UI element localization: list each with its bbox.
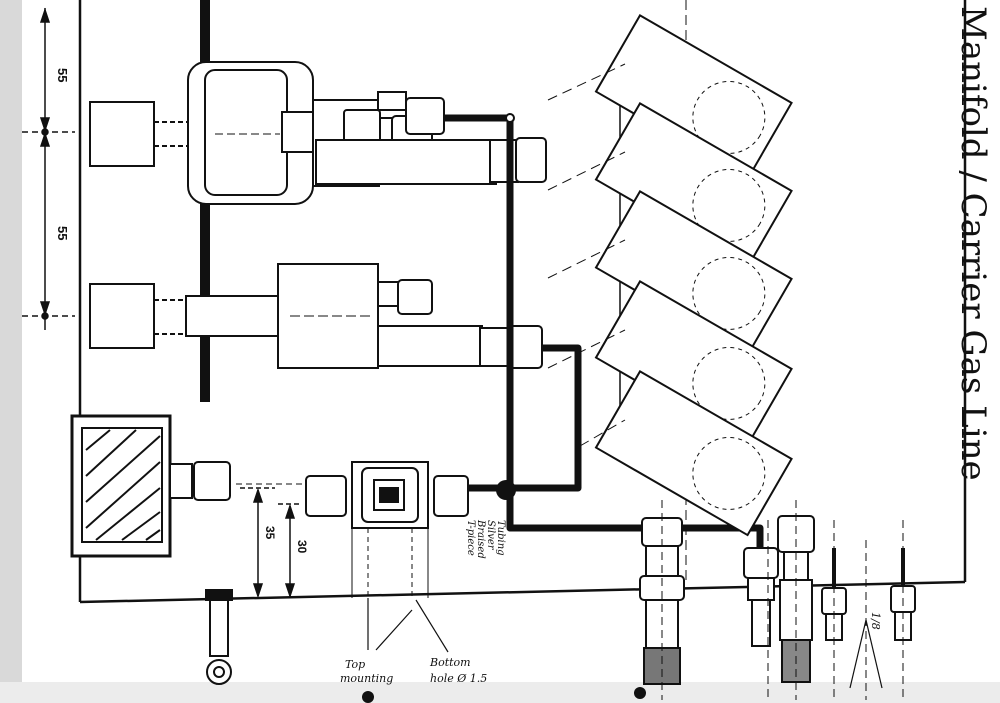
dimension-upper-label: 55	[55, 68, 70, 82]
component-top	[89, 61, 547, 205]
dimension-inner-label: 30	[295, 540, 309, 554]
column-bank	[594, 0, 793, 582]
knob-middle	[89, 283, 155, 349]
punch-mark-2	[634, 687, 646, 699]
tee-note-line1: Tubing	[495, 520, 506, 556]
top-mounting-line1: Top	[345, 658, 365, 671]
dimension-lines-bottom	[240, 487, 300, 599]
scan-shadow	[0, 0, 22, 703]
tee-joint	[496, 480, 516, 500]
bottom-hole-line2: hole Ø 1.5	[430, 672, 487, 685]
bottom-hole-line1: Bottom	[429, 656, 471, 669]
mounting-bolt	[205, 589, 233, 685]
tee-note-line4: T-piece	[465, 520, 476, 556]
scan-bottom-shadow	[0, 682, 1000, 703]
dimension-outer-label: 35	[263, 526, 277, 540]
component-filter	[70, 414, 469, 598]
drawing-title: Manifold / Carrier Gas Line	[953, 6, 993, 481]
punch-mark-1	[362, 691, 374, 703]
knob-top	[89, 101, 155, 167]
tee-note-line2: Silver	[485, 520, 496, 551]
elbow-joint	[505, 113, 515, 123]
tee-note-line3: Braised	[475, 519, 486, 559]
bottom-fittings	[639, 515, 916, 685]
dimension-middle-label: 55	[55, 226, 70, 240]
diagonal-guides	[547, 63, 626, 447]
pipe-size-label: 1/8	[869, 612, 882, 630]
component-middle	[89, 263, 543, 369]
leader-lines	[367, 598, 883, 689]
top-mounting-line2: mounting	[340, 672, 393, 685]
dimension-lines-left	[22, 7, 75, 330]
